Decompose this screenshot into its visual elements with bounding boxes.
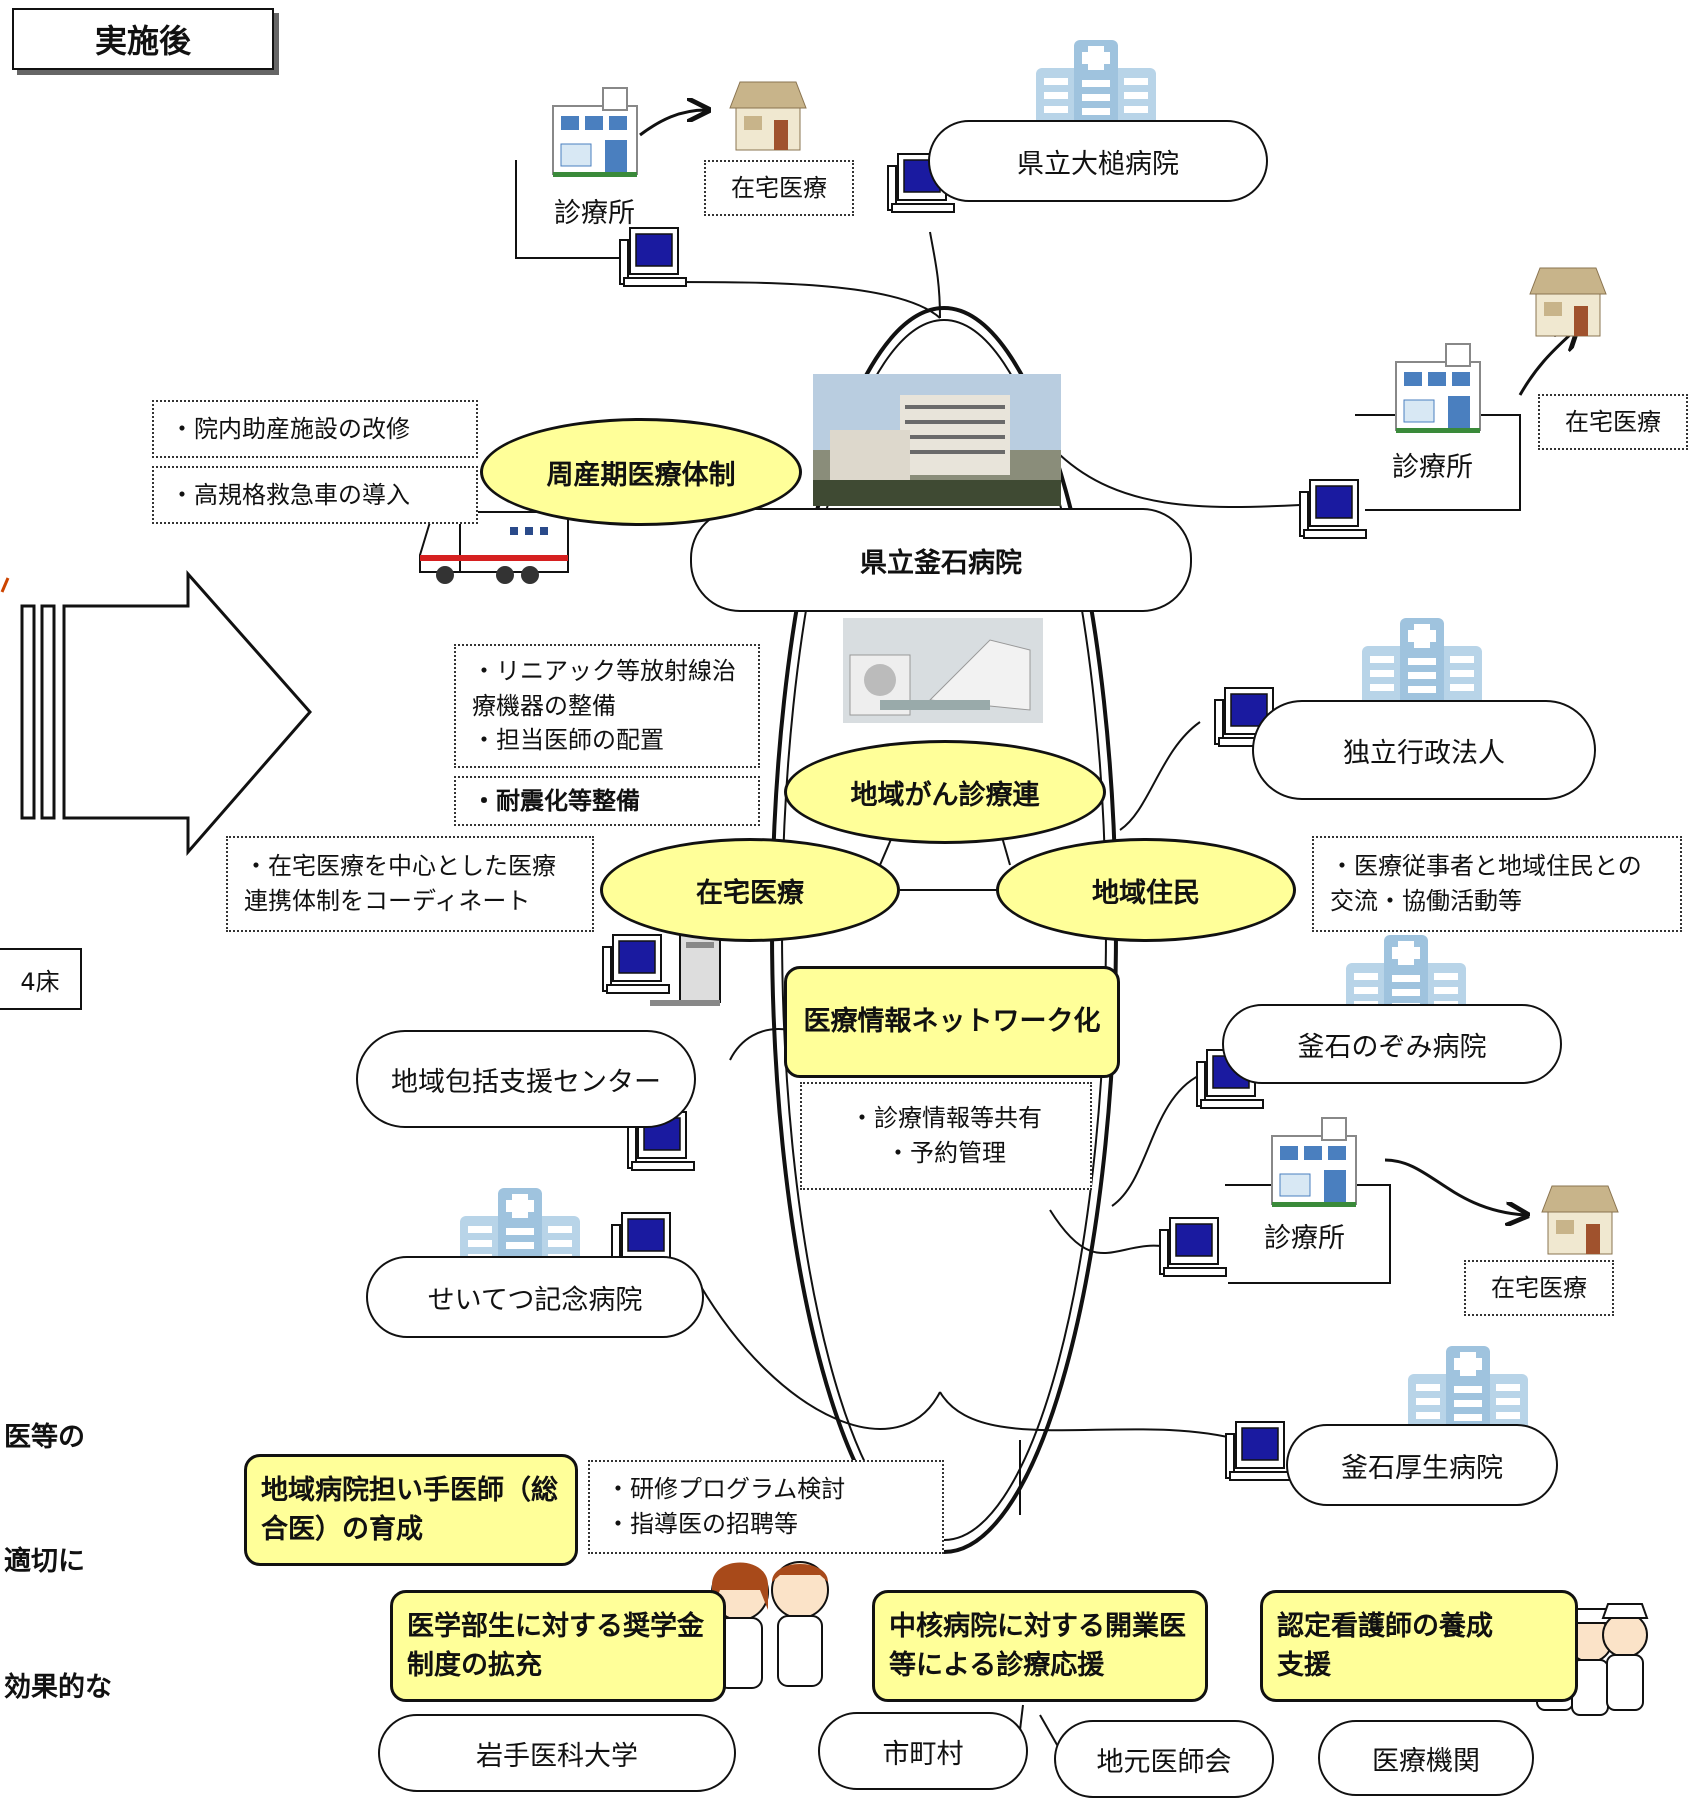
iryoukikan-node: 医療機関 bbox=[1318, 1720, 1534, 1796]
edge-mark bbox=[0, 577, 10, 593]
houkatsu-center-node: 地域包括支援センター bbox=[356, 1030, 696, 1128]
note-exchange: ・医療従事者と地域住民との交流・協働活動等 bbox=[1312, 836, 1682, 932]
note-ambulance: ・高規格救急車の導入 bbox=[152, 466, 478, 524]
note-linac-line2: ・担当医師の配置 bbox=[472, 726, 664, 755]
arrow-to-home-top bbox=[639, 110, 706, 137]
computer-icon bbox=[1159, 1217, 1227, 1277]
transition-arrow bbox=[20, 570, 312, 857]
computer-icon bbox=[602, 934, 670, 994]
computer-icon bbox=[619, 227, 687, 287]
clinic-top-label: 診療所 bbox=[554, 197, 635, 229]
clinic-building-icon bbox=[1271, 1117, 1357, 1208]
house-icon bbox=[1529, 267, 1607, 337]
home-care-lower-label: 在宅医療 bbox=[1464, 1260, 1614, 1316]
dokuritsu-node: 独立行政法人 bbox=[1252, 700, 1596, 800]
kamaishi-hospital-node: 県立釜石病院 bbox=[690, 508, 1192, 612]
hospital-building-icon bbox=[1036, 40, 1156, 128]
note-share-line1: ・診療情報等共有 bbox=[850, 1104, 1042, 1133]
hospital-building-icon bbox=[1362, 618, 1482, 706]
note-training: ・研修プログラム検討 ・指導医の招聘等 bbox=[588, 1460, 944, 1554]
nozomi-hospital-node: 釜石のぞみ病院 bbox=[1222, 1004, 1562, 1084]
program-scholarship: 医学部生に対する奨学金制度の拡充 bbox=[390, 1590, 726, 1702]
clinic-right-label: 診療所 bbox=[1392, 451, 1473, 483]
note-info-share: ・診療情報等共有 ・予約管理 bbox=[800, 1082, 1092, 1190]
computer-icon bbox=[1225, 1421, 1293, 1481]
note-linac-line1: ・リニアック等放射線治療機器の整備 bbox=[472, 656, 736, 720]
note-linac: ・リニアック等放射線治療機器の整備 ・担当医師の配置 bbox=[454, 644, 760, 768]
note-homecare: ・在宅医療を中心とした医療連携体制をコーディネート bbox=[226, 836, 594, 932]
home-care-top-label: 在宅医療 bbox=[704, 160, 854, 216]
page-title: 実施後 bbox=[12, 8, 274, 70]
arrow-to-home-lower bbox=[1384, 1158, 1525, 1215]
ambulance-illustration bbox=[419, 505, 569, 584]
clinic-building-icon bbox=[1395, 343, 1481, 434]
edge-text-3: 効果的な bbox=[4, 1671, 112, 1703]
edge-text-1: 医等の bbox=[4, 1421, 85, 1453]
connector-lines bbox=[669, 231, 1301, 1751]
note-training-line2: ・指導医の招聘等 bbox=[606, 1510, 798, 1538]
hospital-building-icon bbox=[1408, 1346, 1528, 1434]
beds-fragment: 4床 bbox=[0, 948, 82, 1010]
program-support: 中核病院に対する開業医等による診療応援 bbox=[872, 1590, 1208, 1702]
seitetsu-hospital-node: せいてつ記念病院 bbox=[366, 1256, 704, 1338]
kamaishi-hospital-photo bbox=[813, 374, 1061, 506]
note-training-line1: ・研修プログラム検討 bbox=[606, 1475, 846, 1504]
cancer-hub: 地域がん診療連 bbox=[784, 740, 1106, 844]
shichouson-node: 市町村 bbox=[818, 1712, 1028, 1790]
clinic-top-frame bbox=[515, 160, 640, 259]
kousei-hospital-node: 釜石厚生病院 bbox=[1286, 1424, 1558, 1506]
linac-photo bbox=[843, 618, 1043, 723]
house-icon bbox=[729, 81, 807, 151]
note-share-line2: ・予約管理 bbox=[886, 1139, 1006, 1167]
house-icon bbox=[1541, 1185, 1619, 1255]
program-nurse: 認定看護師の養成支援 bbox=[1260, 1590, 1578, 1702]
iwate-univ-node: 岩手医科大学 bbox=[378, 1714, 736, 1792]
perinatal-hub: 周産期医療体制 bbox=[480, 418, 802, 526]
otsuchi-hospital-node: 県立大槌病院 bbox=[928, 120, 1268, 202]
edge-text-2: 適切に bbox=[4, 1545, 85, 1577]
program-general-doctor: 地域病院担い手医師（総合医）の育成 bbox=[244, 1454, 578, 1566]
clinic-building-icon bbox=[552, 87, 638, 178]
doctors-illustration bbox=[711, 1561, 829, 1689]
clinic-lower-label: 診療所 bbox=[1264, 1222, 1345, 1254]
home-care-right-label: 在宅医療 bbox=[1538, 394, 1688, 450]
home-care-hub: 在宅医療 bbox=[600, 838, 900, 942]
note-quake: ・耐震化等整備 bbox=[454, 776, 760, 826]
arrow-to-home-right bbox=[1518, 330, 1575, 396]
note-renovation: ・院内助産施設の改修 bbox=[152, 400, 478, 458]
residents-hub: 地域住民 bbox=[996, 838, 1296, 942]
network-hub: 医療情報ネットワーク化 bbox=[784, 966, 1120, 1078]
computer-icon bbox=[1299, 479, 1367, 539]
ishikai-node: 地元医師会 bbox=[1054, 1720, 1274, 1798]
